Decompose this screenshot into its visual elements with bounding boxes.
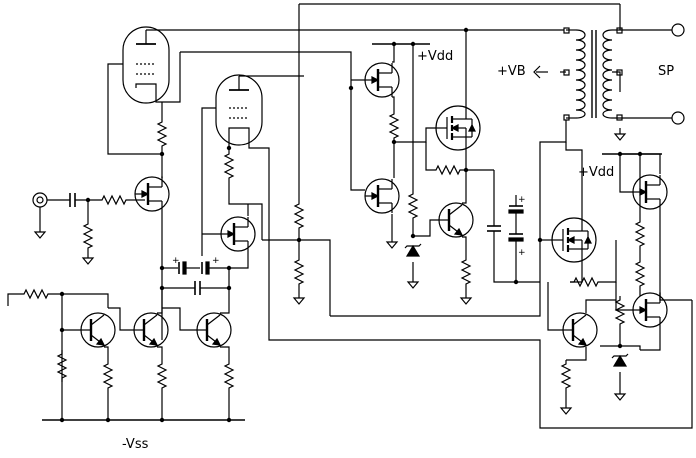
speaker-label: SP — [658, 64, 675, 79]
svg-text:+: + — [172, 256, 180, 266]
vacuum-tube-2 — [215, 74, 263, 146]
svg-text:+: + — [518, 248, 526, 258]
svg-text:+: + — [518, 195, 526, 205]
vdd-upper-label: +Vdd — [417, 49, 454, 64]
vb-label: +VB — [497, 64, 526, 79]
vacuum-tube-1 — [122, 26, 170, 104]
output-transformer — [563, 27, 623, 121]
input-jack — [32, 192, 48, 208]
svg-text:+: + — [212, 256, 220, 266]
vss-label: -Vss — [122, 437, 149, 452]
vdd-lower-label: +Vdd — [578, 165, 615, 180]
